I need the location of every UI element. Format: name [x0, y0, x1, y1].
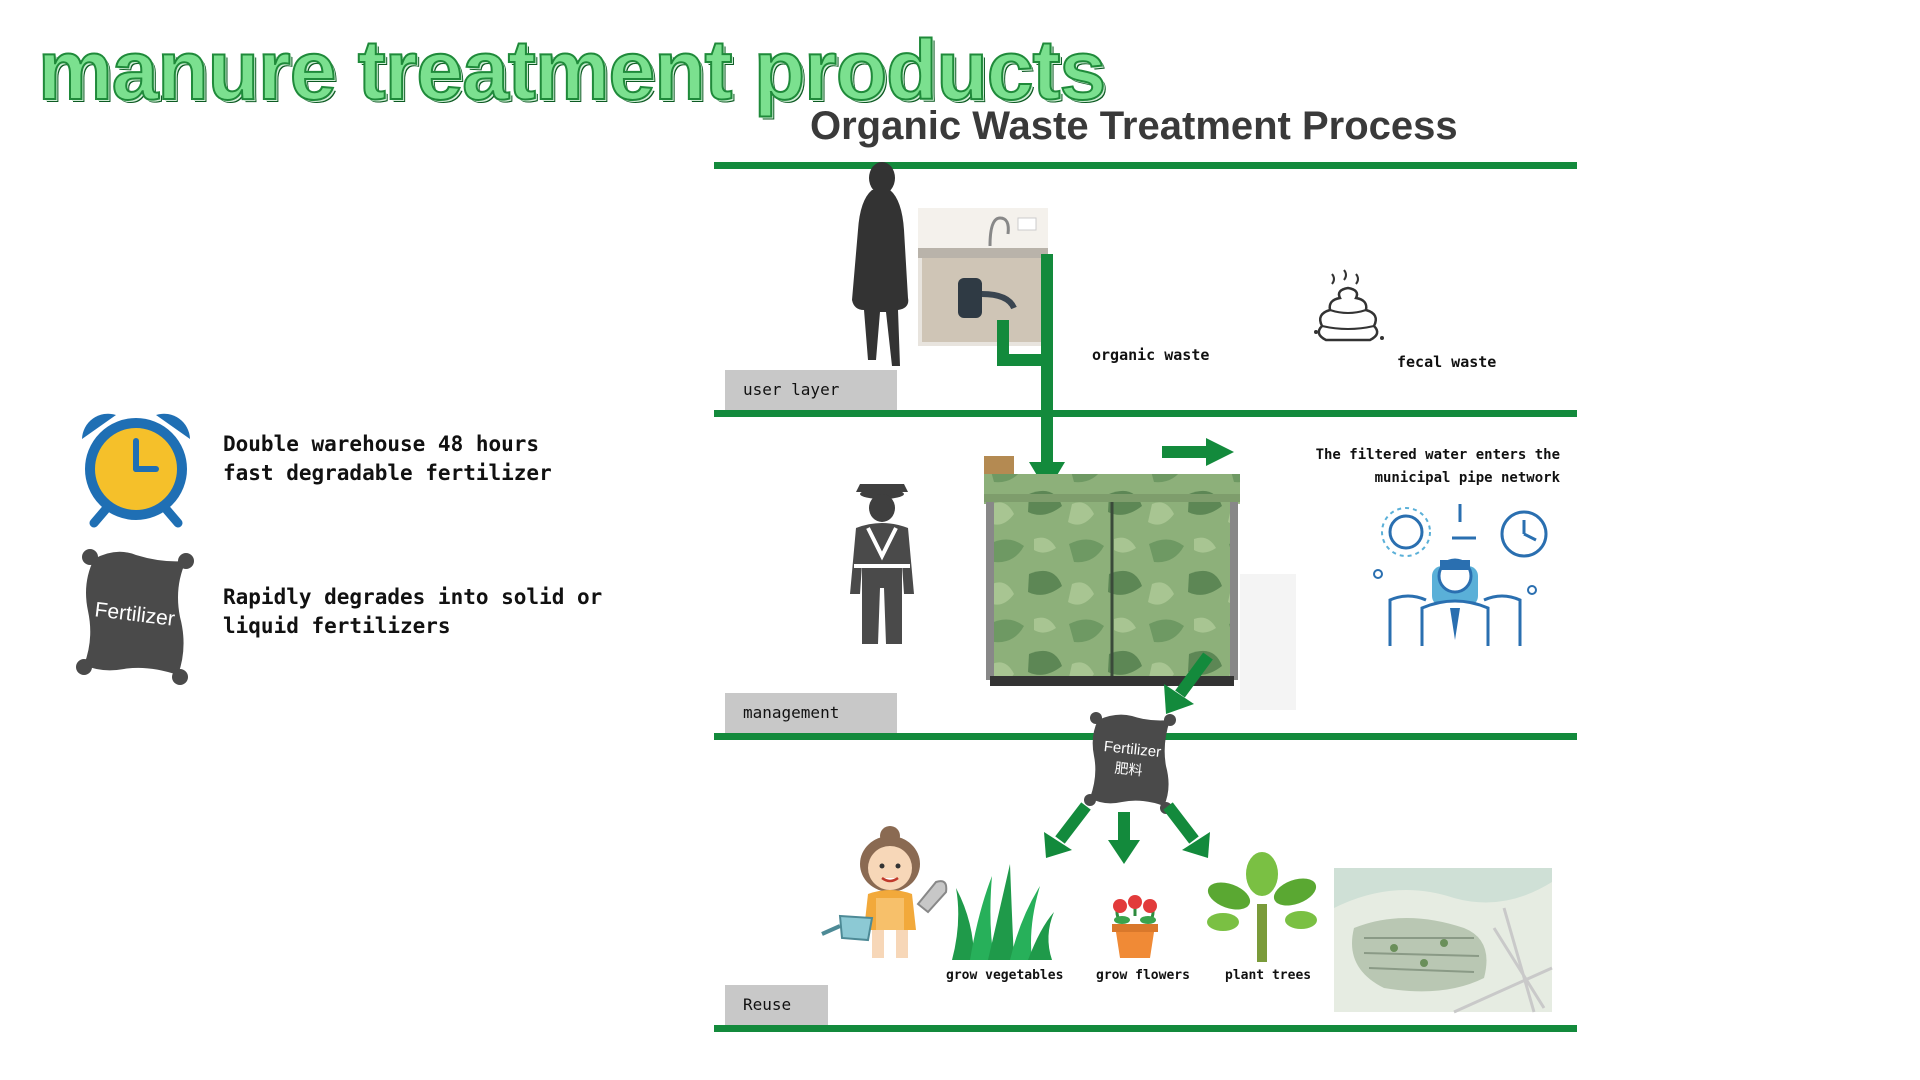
- fertilizer-bag-diagram-icon: Fertilizer 肥料: [1084, 712, 1176, 814]
- fecal-waste-icon: [1314, 269, 1384, 342]
- feature-2-line1: Rapidly degrades into solid or: [223, 585, 603, 609]
- flower-pot-icon: [1112, 895, 1158, 958]
- flow-arrow-flowers: [1108, 812, 1140, 864]
- label-organic-waste: organic waste: [1092, 346, 1210, 364]
- page-title: manure treatment products: [37, 22, 1107, 118]
- woman-silhouette-icon: [852, 162, 909, 366]
- label-filtered-water-line2: municipal pipe network: [1374, 470, 1560, 486]
- manager-figure-icon: [850, 484, 914, 644]
- label-plant-trees: plant trees: [1225, 968, 1312, 983]
- diagram-title: Organic Waste Treatment Process: [810, 104, 1458, 148]
- layer-tab-management: management: [725, 693, 897, 733]
- label-grow-vegetables: grow vegetables: [946, 968, 1064, 983]
- grass-icon: [952, 864, 1054, 960]
- layer-tab-user: user layer: [725, 370, 897, 410]
- feature-1-line1: Double warehouse 48 hours: [223, 432, 540, 456]
- label-fecal-waste: fecal waste: [1397, 353, 1497, 371]
- fertilizer-bag-zh: 肥料: [1114, 761, 1144, 780]
- flow-arrow-vegetables: [1044, 802, 1091, 858]
- tree-icon: [1207, 852, 1317, 962]
- kitchen-sink-image: [918, 208, 1048, 346]
- alarm-clock-icon: [82, 413, 190, 528]
- divider-top: [714, 162, 1577, 169]
- label-grow-flowers: grow flowers: [1096, 968, 1190, 983]
- fertilizer-bag-en: Fertilizer: [1103, 738, 1162, 761]
- feature-2-text: Rapidly degrades into solid or liquid fe…: [223, 583, 602, 641]
- municipal-workers-icon: [1373, 504, 1548, 646]
- flow-arrow-to-fertilizer: [1164, 652, 1213, 714]
- feature-list: Double warehouse 48 hours fast degradabl…: [70, 405, 630, 705]
- feature-1-text: Double warehouse 48 hours fast degradabl…: [223, 430, 552, 488]
- treatment-machine-image: [984, 456, 1296, 710]
- aerial-map-image: [1334, 868, 1553, 1014]
- divider-user: [714, 410, 1577, 417]
- fertilizer-bag-icon: Fertilizer: [76, 549, 194, 685]
- divider-reuse: [714, 1025, 1577, 1032]
- label-filtered-water-line1: The filtered water enters the: [1315, 447, 1560, 463]
- label-filtered-water: The filtered water enters the municipal …: [1250, 444, 1560, 490]
- flow-arrow-trees: [1163, 802, 1210, 858]
- gardener-woman-icon: [821, 826, 948, 958]
- feature-1-line2: fast degradable fertilizer: [223, 461, 552, 485]
- layer-tab-reuse: Reuse: [725, 985, 828, 1025]
- flow-arrow-water: [1162, 438, 1234, 466]
- feature-2-line2: liquid fertilizers: [223, 614, 451, 638]
